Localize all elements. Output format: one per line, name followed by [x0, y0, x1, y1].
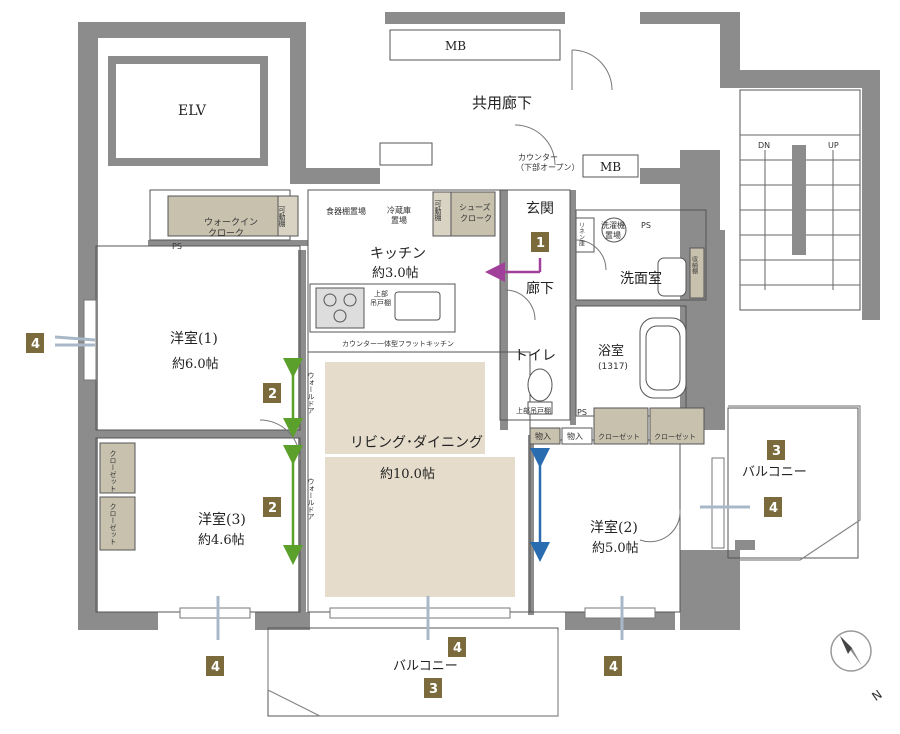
window-light-marks — [54, 335, 750, 640]
storage-blocks — [99, 191, 705, 551]
linen-label: リネン庫 — [578, 222, 585, 247]
svg-text:2: 2 — [268, 387, 277, 402]
shoes-cloak-label-2: クローク — [460, 214, 492, 223]
toilet-label: トイレ — [514, 348, 556, 364]
balcony-bottom-label: バルコニー — [393, 659, 458, 674]
marker-1: 1 — [531, 232, 549, 252]
svg-text:3: 3 — [429, 682, 438, 697]
marker-3b: 3 — [424, 678, 442, 698]
storage1-label: 物入 — [535, 431, 551, 441]
stair-dn-label: DN — [758, 141, 770, 150]
elv-label: ELV — [178, 103, 207, 119]
shelf-wash-label: 収納棚 — [691, 256, 698, 275]
marker-3a: 3 — [767, 440, 785, 460]
wall-door-lower: ウォールドア — [307, 478, 315, 520]
storage2-label: 物入 — [567, 431, 583, 441]
counter-hall-label-2: （下部オープン） — [516, 162, 580, 172]
balcony-bottom-outline — [267, 630, 559, 717]
svg-text:2: 2 — [268, 501, 277, 516]
svg-text:4: 4 — [453, 641, 462, 656]
ps-wash-label: PS — [641, 221, 651, 230]
closet-r3a-label: クローゼット — [109, 450, 117, 492]
western3-size: 約4.6帖 — [198, 533, 245, 548]
western1-name: 洋室(1) — [170, 330, 218, 347]
bath-size: (1317) — [598, 362, 628, 372]
movable-shelf-wic: 可動棚 — [278, 206, 286, 228]
living-name: リビング･ダイニング — [350, 435, 483, 451]
stair-up-label: UP — [828, 141, 839, 150]
mb-top-label: MB — [445, 39, 466, 53]
living-dining-area — [325, 362, 485, 454]
shoes-cloak-label-1: シューズ — [459, 202, 491, 212]
corridor-label: 廊下 — [526, 280, 554, 297]
hallway-label: 共用廊下 — [472, 94, 532, 112]
walkin-label-1: ウォークイン — [204, 217, 258, 228]
upper-cab-wc-label: 上部吊戸棚 — [516, 406, 551, 415]
svg-text:1: 1 — [536, 236, 545, 251]
svg-text:4: 4 — [769, 501, 778, 516]
ps-wic-label: PS — [172, 242, 182, 251]
western2-name: 洋室(2) — [590, 519, 638, 536]
western1-size: 約6.0帖 — [172, 357, 219, 372]
walkin-label-2: クローク — [208, 228, 244, 239]
marker-2a: 2 — [263, 383, 281, 403]
movable-shelf-shoes: 可動棚 — [434, 200, 442, 222]
living-size: 約10.0帖 — [380, 467, 435, 482]
closet-r2a-label: クローゼット — [598, 432, 640, 441]
kitchen-counter-label: カウンター一体型フラットキッチン — [342, 339, 454, 348]
dish-washer-label: 食器棚置場 — [326, 206, 366, 216]
staircase — [740, 134, 860, 290]
western3-name: 洋室(3) — [198, 511, 246, 528]
svg-text:3: 3 — [772, 444, 781, 459]
marker-2b: 2 — [263, 497, 281, 517]
compass-north-label: N — [869, 687, 884, 704]
fridge-label-1: 冷蔵庫 — [387, 205, 411, 215]
western2-size: 約5.0帖 — [592, 541, 639, 556]
marker-4c: 4 — [448, 637, 466, 657]
living-dining-area-lower — [325, 457, 515, 597]
balcony-right-outline — [728, 405, 861, 561]
svg-text:4: 4 — [211, 660, 220, 675]
wall-door-upper: ウォールドア — [307, 372, 315, 414]
kitchen-size: 約3.0帖 — [372, 266, 419, 281]
upper-cab-kitchen-1: 上部 — [374, 289, 388, 298]
upper-cab-kitchen-2: 吊戸棚 — [370, 298, 391, 307]
marker-4a: 4 — [26, 333, 44, 353]
washer-label-2: 置場 — [605, 230, 621, 240]
sanitary-fixtures — [527, 217, 687, 415]
closet-r3b-label: クローゼット — [109, 503, 117, 545]
entrance-label: 玄関 — [526, 200, 554, 217]
balcony-right-label: バルコニー — [742, 465, 807, 480]
bath-name: 浴室 — [598, 343, 624, 359]
kitchen-name: キッチン — [370, 246, 426, 262]
closet-r2b-label: クローゼット — [654, 432, 696, 441]
marker-4e: 4 — [764, 497, 782, 517]
ps-wc-label: PS — [577, 408, 587, 417]
svg-text:4: 4 — [31, 337, 40, 352]
walls — [78, 12, 880, 630]
fridge-label-2: 置場 — [391, 215, 407, 225]
mb-mid-label: MB — [600, 160, 621, 174]
washroom-label: 洗面室 — [620, 270, 662, 287]
marker-4b: 4 — [206, 656, 224, 676]
marker-4d: 4 — [604, 656, 622, 676]
compass-icon: N — [830, 630, 885, 704]
svg-text:4: 4 — [609, 660, 618, 675]
flow-arrows — [283, 258, 550, 565]
kitchen-counter — [309, 283, 456, 333]
washer-label-1: 洗濯機 — [601, 220, 625, 230]
counter-hall-label-1: カウンター — [518, 153, 558, 162]
